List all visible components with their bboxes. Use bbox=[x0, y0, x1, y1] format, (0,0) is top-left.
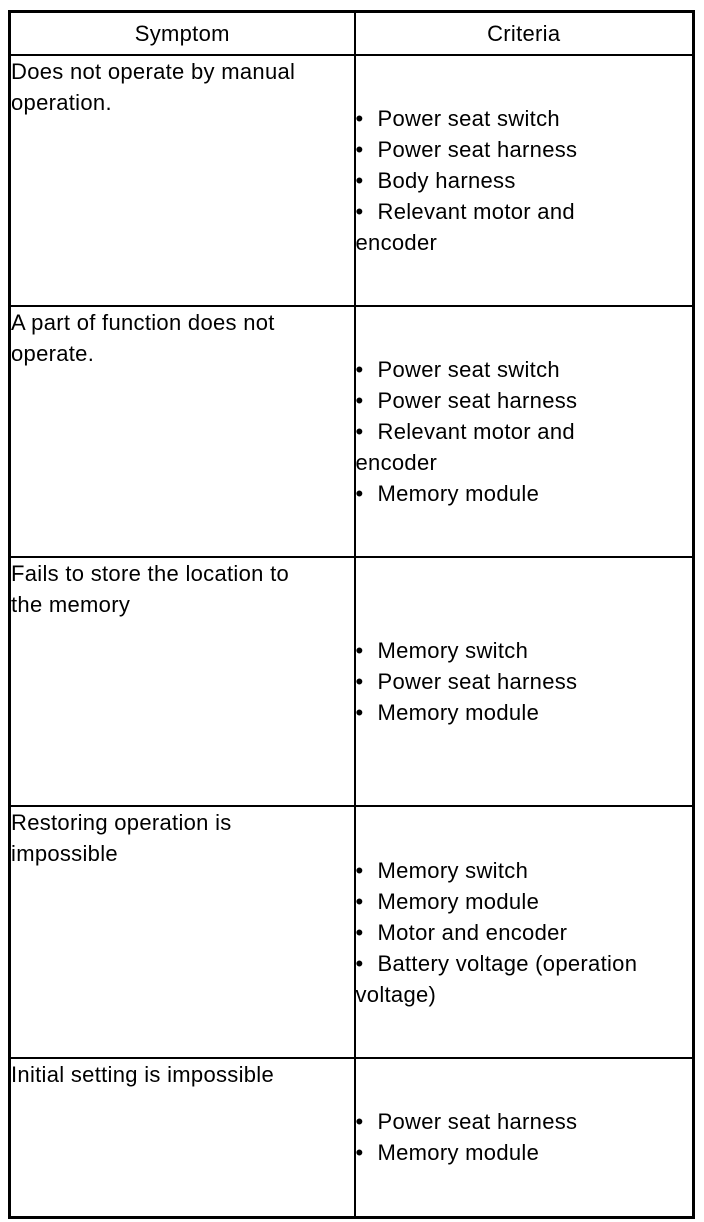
criteria-cell: • Memory switch • Memory module • Motor and e… bbox=[353, 805, 695, 1059]
criteria-item: • Power seat harness bbox=[356, 385, 693, 416]
criteria-item-text: Memory switch bbox=[377, 857, 529, 883]
bullet-icon: • bbox=[355, 357, 364, 382]
criteria-item: • Memory module bbox=[356, 886, 693, 917]
criteria-item: • Memory module bbox=[356, 1137, 693, 1168]
criteria-item: •Battery voltage (operation voltage) bbox=[356, 948, 693, 1010]
criteria-column-header: Criteria bbox=[353, 10, 695, 56]
criteria-item: • Power seat switch bbox=[356, 354, 693, 385]
header-row: Symptom Criteria bbox=[8, 10, 695, 56]
criteria-item: • Memory switch bbox=[356, 855, 693, 886]
criteria-item: • Motor and encoder bbox=[356, 917, 693, 948]
criteria-item: • Power seat harness bbox=[356, 1106, 693, 1137]
bullet-icon: • bbox=[355, 106, 364, 131]
criteria-item-text: Memory module bbox=[377, 888, 540, 914]
table-row: A part of function does not operate.• Pow… bbox=[8, 305, 695, 558]
bullet-icon: • bbox=[355, 950, 364, 976]
bullet-icon: • bbox=[355, 137, 364, 162]
bullet-icon: • bbox=[355, 638, 364, 663]
criteria-cell: •Power seat switch•Power seat harness•Re… bbox=[353, 305, 695, 558]
symptom-cell: A part of function does not operate. bbox=[8, 305, 356, 558]
symptom-cell: Restoring operation is impossible bbox=[8, 805, 356, 1059]
criteria-item-text: Memory module bbox=[377, 1140, 540, 1166]
criteria-item-text: Body harness bbox=[377, 168, 516, 193]
criteria-item-text: Power seat switch bbox=[377, 357, 560, 382]
criteria-item: • Power seat harness bbox=[356, 666, 693, 697]
criteria-item-text: Memory module bbox=[377, 700, 540, 725]
criteria-cell: • Memory switch • Power seat harness • Memory… bbox=[353, 556, 695, 807]
criteria-item-text: Power seat harness bbox=[377, 669, 578, 694]
criteria-item-text: Battery voltage (operation voltage) bbox=[355, 950, 638, 1007]
symptom-criteria-table: Symptom Criteria Does not operate by man… bbox=[8, 10, 695, 1219]
table-body: Does not operate by manual operation.•Po… bbox=[8, 54, 695, 1218]
bullet-icon: • bbox=[355, 857, 364, 883]
table-row: Initial setting is impossible• Power seat… bbox=[8, 1057, 695, 1218]
table-row: Fails to store the location to the memor… bbox=[8, 556, 695, 807]
criteria-item-text: Power seat harness bbox=[377, 137, 578, 162]
symptom-column-header: Symptom bbox=[8, 10, 356, 56]
bullet-icon: • bbox=[355, 199, 364, 224]
table-row: Does not operate by manual operation.• Po… bbox=[8, 54, 695, 307]
criteria-item-text: Memory module bbox=[377, 481, 540, 506]
criteria-item: •Relevant motor and encoder bbox=[356, 416, 693, 478]
criteria-item-text: Power seat harness bbox=[377, 388, 578, 413]
criteria-item: • Memory module bbox=[356, 697, 693, 728]
criteria-item: •Relevant motor and encoder bbox=[356, 196, 693, 258]
criteria-cell: • Power seat harness • Memory module bbox=[353, 1057, 695, 1218]
criteria-item-text: Motor and encoder bbox=[377, 919, 568, 945]
criteria-item: • Power seat harness bbox=[356, 134, 693, 165]
symptom-cell: Does not operate by manual operation. bbox=[8, 54, 356, 307]
table-row: Restoring operation is impossible• Memory… bbox=[8, 805, 695, 1059]
bullet-icon: • bbox=[355, 168, 364, 193]
bullet-icon: • bbox=[355, 919, 364, 945]
bullet-icon: • bbox=[355, 888, 364, 914]
bullet-icon: • bbox=[355, 700, 364, 725]
symptom-cell: Fails to store the location to the memor… bbox=[8, 556, 356, 807]
criteria-item: • Power seat switch bbox=[356, 103, 693, 134]
criteria-item-text: Relevant motor and encoder bbox=[355, 199, 575, 255]
bullet-icon: • bbox=[355, 1109, 364, 1135]
bullet-icon: • bbox=[355, 1140, 364, 1166]
criteria-item-text: Relevant motor and encoder bbox=[355, 419, 575, 475]
criteria-item-text: Memory switch bbox=[377, 638, 529, 663]
bullet-icon: • bbox=[355, 481, 364, 506]
criteria-item: • Memory switch bbox=[356, 635, 693, 666]
criteria-item: • Memory module bbox=[356, 478, 693, 509]
criteria-cell: • Power seat switch • Power seat harness • Bo… bbox=[353, 54, 695, 307]
symptom-cell: Initial setting is impossible bbox=[8, 1057, 356, 1218]
bullet-icon: • bbox=[355, 419, 364, 444]
criteria-item: • Body harness bbox=[356, 165, 693, 196]
bullet-icon: • bbox=[355, 388, 364, 413]
bullet-icon: • bbox=[355, 669, 364, 694]
criteria-item-text: Power seat harness bbox=[377, 1109, 578, 1135]
criteria-item-text: Power seat switch bbox=[377, 106, 560, 131]
